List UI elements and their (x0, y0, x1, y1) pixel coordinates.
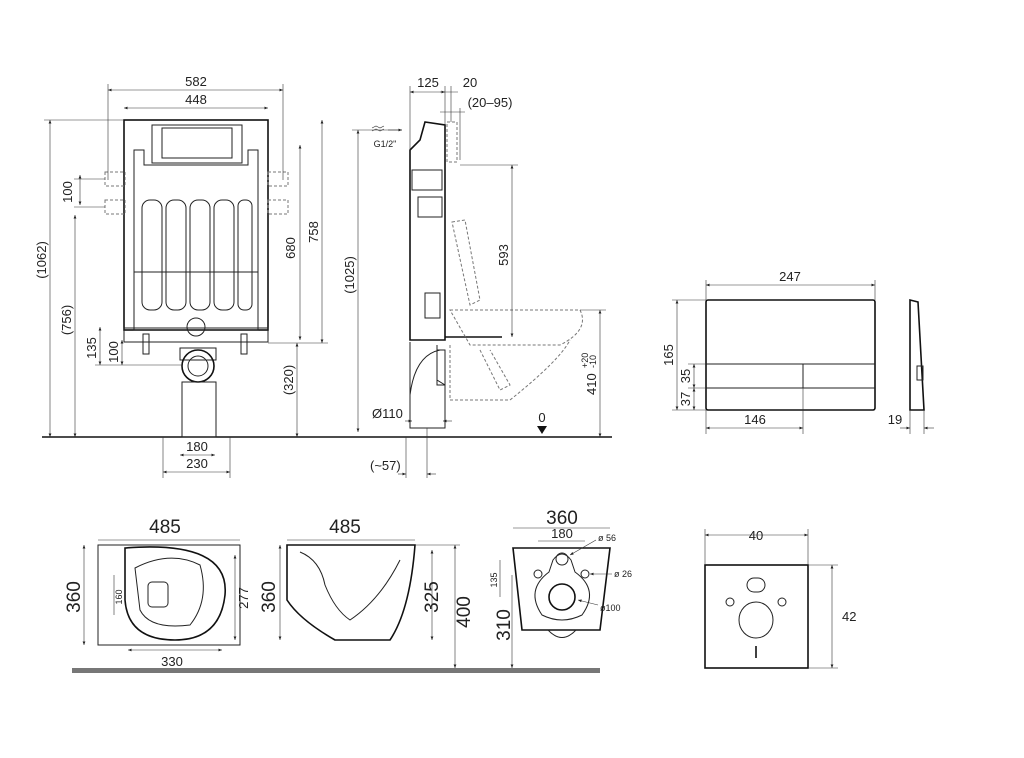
dim-320: (320) (281, 365, 296, 395)
tol-plus: +20 (580, 353, 590, 368)
dim-485-bowl: 485 (329, 517, 361, 538)
dim-146: 146 (744, 412, 766, 427)
dim-19: 19 (888, 412, 902, 427)
front-view: 582 448 (1062) (756) 100 135 100 680 758… (34, 74, 328, 478)
dim-26: ø 26 (614, 569, 632, 579)
dim-pipe-110: Ø110 (372, 406, 403, 421)
dim-360-bowl: 360 (259, 581, 280, 613)
dim-20-95: (20–95) (468, 95, 513, 110)
dim-448: 448 (185, 92, 207, 107)
dim-1062: (1062) (34, 241, 49, 279)
side-view: 125 20 (20–95) G1/2" (1025) 593 Ø110 (~5… (342, 75, 606, 478)
dim-247: 247 (779, 269, 801, 284)
dim-37: 37 (678, 392, 693, 406)
dim-100-outlet: ø100 (600, 603, 621, 613)
dim-360-back: 360 (546, 508, 578, 529)
dim-180-back: 180 (551, 526, 573, 541)
dim-125: 125 (417, 75, 439, 90)
dim-680: 680 (283, 237, 298, 259)
gasket-view: 40 42 (704, 528, 856, 669)
dim-40: 40 (749, 528, 763, 543)
dim-756: (756) (59, 305, 74, 335)
dim-135: 135 (84, 337, 99, 359)
dim-180: 180 (186, 439, 208, 454)
dim-310: 310 (494, 609, 515, 641)
dim-410: 410 (584, 373, 599, 395)
dim-230: 230 (186, 456, 208, 471)
inlet-label: G1/2" (374, 139, 397, 149)
dim-582: 582 (185, 74, 207, 89)
seat-top-view: 485 360 160 277 330 (64, 517, 251, 669)
dim-360-seat: 360 (64, 581, 85, 613)
dim-400: 400 (454, 596, 475, 628)
dim-758: 758 (306, 221, 321, 243)
tol-minus: -10 (588, 355, 598, 368)
dim-165: 165 (661, 344, 676, 366)
dim-485-seat: 485 (149, 517, 181, 538)
flush-plate: 247 165 35 37 146 19 (661, 269, 934, 434)
dim-135-back: 135 (489, 572, 499, 587)
dim-160: 160 (114, 589, 124, 604)
dim-35: 35 (678, 369, 693, 383)
floor-bar (72, 668, 600, 673)
dim-593: 593 (496, 244, 511, 266)
dim-57: (~57) (370, 458, 401, 473)
dim-56: ø 56 (598, 533, 616, 543)
bowl-back-view: 360 180 ø 56 ø 26 135 310 ø100 (489, 508, 632, 668)
dim-1025: (1025) (342, 256, 357, 294)
dim-100-bottom: 100 (106, 341, 121, 363)
dim-100-top: 100 (60, 181, 75, 203)
dim-325: 325 (422, 581, 443, 613)
dim-330: 330 (161, 654, 183, 669)
dim-20: 20 (463, 75, 477, 90)
bowl-side-view: 485 360 325 400 (259, 517, 475, 668)
dim-277: 277 (236, 587, 251, 609)
dim-42: 42 (842, 609, 856, 624)
floor-zero: 0 (538, 410, 545, 425)
